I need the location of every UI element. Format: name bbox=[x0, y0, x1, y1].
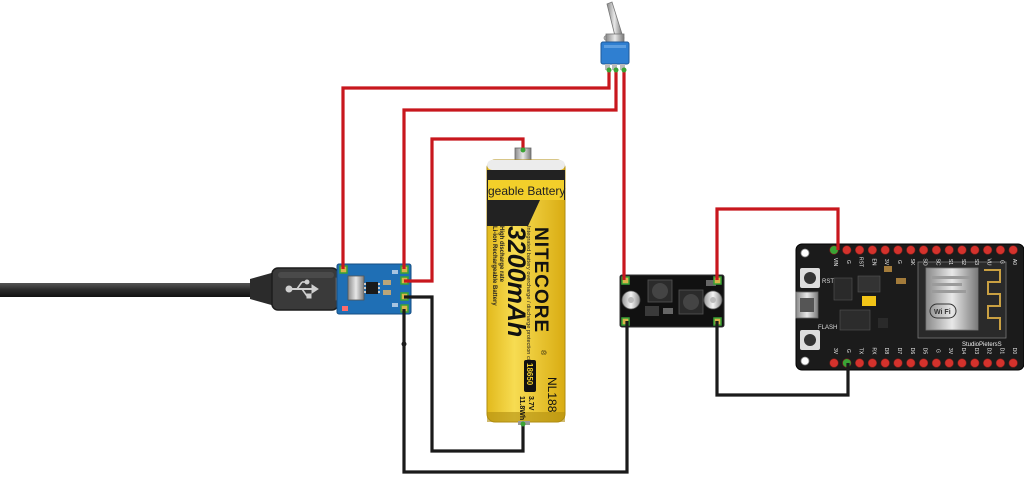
mcu-bottom-pin-label: 3V bbox=[947, 348, 953, 355]
flash-label: FLASH bbox=[818, 325, 837, 331]
battery-model: NL188 bbox=[545, 377, 559, 413]
mcu-bottom-pin bbox=[982, 358, 993, 368]
battery-protection-line: Integrated battery overcharge / discharg… bbox=[525, 226, 531, 374]
mcu-top-pin bbox=[957, 245, 967, 255]
mcu-top-pin-label: SO bbox=[922, 258, 928, 265]
mcu-top-pin-label: VU bbox=[986, 259, 992, 266]
mcu-bottom-pin bbox=[944, 358, 954, 368]
mcu-bottom-pin bbox=[906, 358, 916, 368]
mcu-top-pin-label: S2 bbox=[960, 259, 966, 265]
battery-warning-line-2: Li-ion Rechargeable Battery bbox=[491, 226, 497, 306]
battery-warning-line-1: High discharge rate bbox=[498, 226, 504, 283]
mcu-top-pin bbox=[867, 245, 878, 255]
battery-spec-energy: 11.8Wh bbox=[518, 396, 525, 420]
rst-label: RST bbox=[822, 279, 834, 285]
mcu-bottom-pin bbox=[957, 358, 967, 368]
battery-18650: geable Battery NITECORE ® 3200mAh Integr… bbox=[486, 147, 566, 425]
wire-converter-gnd-to-mcu bbox=[715, 321, 850, 397]
wire-charger-gnd-to-converter bbox=[402, 309, 629, 474]
mcu-top-pin bbox=[854, 245, 865, 255]
battery-size-badge-text: 18650 bbox=[525, 363, 534, 386]
mcu-top-pin bbox=[906, 245, 916, 255]
wire-converter-to-vin bbox=[715, 207, 840, 280]
mcu-top-pin-label: EN bbox=[870, 259, 876, 266]
wire-charger-to-battery-minus bbox=[404, 295, 525, 453]
battery-spec-voltage: 3.7V bbox=[527, 396, 534, 411]
mcu-bottom-pin bbox=[995, 358, 1006, 368]
mcu-top-pin-label: VIN bbox=[832, 258, 838, 267]
mcu-top-pin-label: G bbox=[896, 260, 902, 264]
mcu-bottom-pin bbox=[918, 358, 929, 368]
wifi-logo-text: Wi Fi bbox=[934, 309, 951, 316]
mcu-bottom-pin-label: D1 bbox=[998, 348, 1004, 355]
mcu-bottom-pin-label: D4 bbox=[960, 348, 966, 355]
flash-button bbox=[804, 334, 816, 346]
mcu-top-pin-label: S1 bbox=[947, 259, 953, 265]
charger-module bbox=[336, 263, 412, 315]
mcu-top-pin-label: 3V bbox=[883, 259, 889, 266]
nodemcu-board: RST FLASH Wi Fi StudioPietersS VIN G RST EN… bbox=[795, 243, 1024, 371]
mcu-bottom-pin-label: G bbox=[934, 349, 940, 353]
mcu-bottom-pin-label: RX bbox=[870, 348, 876, 356]
wires bbox=[341, 67, 850, 474]
mcu-bottom-pin bbox=[931, 358, 942, 368]
mcu-top-pin-label: G bbox=[845, 260, 851, 264]
rst-button bbox=[804, 272, 816, 284]
mcu-top-pin bbox=[970, 245, 980, 255]
mcu-bottom-pin-label: D5 bbox=[922, 348, 928, 355]
mcu-bottom-pin bbox=[893, 358, 903, 368]
battery-size-badge bbox=[524, 360, 536, 392]
wire-charger-in-to-switch bbox=[341, 70, 611, 269]
battery-registered-mark: ® bbox=[539, 350, 547, 356]
toggle-switch bbox=[600, 1, 630, 70]
mcu-top-pin bbox=[1008, 245, 1018, 255]
mcu-top-pin bbox=[918, 245, 929, 255]
mcu-top-pin-label: SK bbox=[909, 259, 915, 266]
mcu-brand: StudioPietersS bbox=[962, 342, 1002, 348]
battery-top-band-text: geable Battery bbox=[488, 184, 565, 198]
mcu-bottom-pin bbox=[867, 358, 878, 368]
mcu-bottom-pin-label: D7 bbox=[896, 348, 902, 355]
usb-trident-icon bbox=[285, 279, 319, 299]
dc-converter-module bbox=[619, 274, 725, 328]
wifi-logo-icon: Wi Fi bbox=[929, 303, 957, 319]
mcu-bottom-pin-label: D6 bbox=[909, 348, 915, 355]
mcu-bottom-pin-label: 3V bbox=[832, 348, 838, 355]
mcu-bottom-pin bbox=[970, 358, 980, 368]
wire-charger-to-battery-plus bbox=[404, 137, 525, 283]
battery-capacity: 3200mAh bbox=[502, 226, 530, 337]
battery-brand: NITECORE bbox=[530, 227, 551, 333]
mcu-top-pin-label: A0 bbox=[1011, 259, 1017, 265]
mcu-top-pin-label: S3 bbox=[973, 259, 979, 265]
mcu-bottom-pin bbox=[880, 358, 890, 368]
mcu-bottom-pin-label: G bbox=[845, 349, 851, 353]
mcu-bottom-pin bbox=[1008, 358, 1018, 368]
wire-charger-out-to-switch bbox=[402, 70, 618, 269]
mcu-bottom-pin-label: D2 bbox=[986, 348, 992, 355]
mcu-top-pin bbox=[944, 245, 954, 255]
mcu-top-pin bbox=[931, 245, 942, 255]
mcu-top-pin-label: SC bbox=[934, 259, 940, 266]
mcu-bottom-pin-label: D0 bbox=[1011, 348, 1017, 355]
mcu-top-pin bbox=[893, 245, 903, 255]
mcu-top-pin-label: G bbox=[998, 260, 1004, 264]
mcu-bottom-pin bbox=[854, 358, 865, 368]
mcu-top-pin bbox=[842, 245, 852, 255]
mcu-bottom-pin bbox=[829, 358, 839, 368]
mcu-bottom-pin-label: D8 bbox=[883, 348, 889, 355]
mcu-top-pin-label: RST bbox=[858, 257, 864, 267]
usb-cable bbox=[0, 267, 351, 311]
mcu-top-pin bbox=[995, 245, 1006, 255]
mcu-top-pin bbox=[880, 245, 890, 255]
mcu-top-pin bbox=[982, 245, 993, 255]
mcu-bottom-pin-label: D3 bbox=[973, 348, 979, 355]
mcu-bottom-pin-label: TX bbox=[858, 348, 864, 355]
